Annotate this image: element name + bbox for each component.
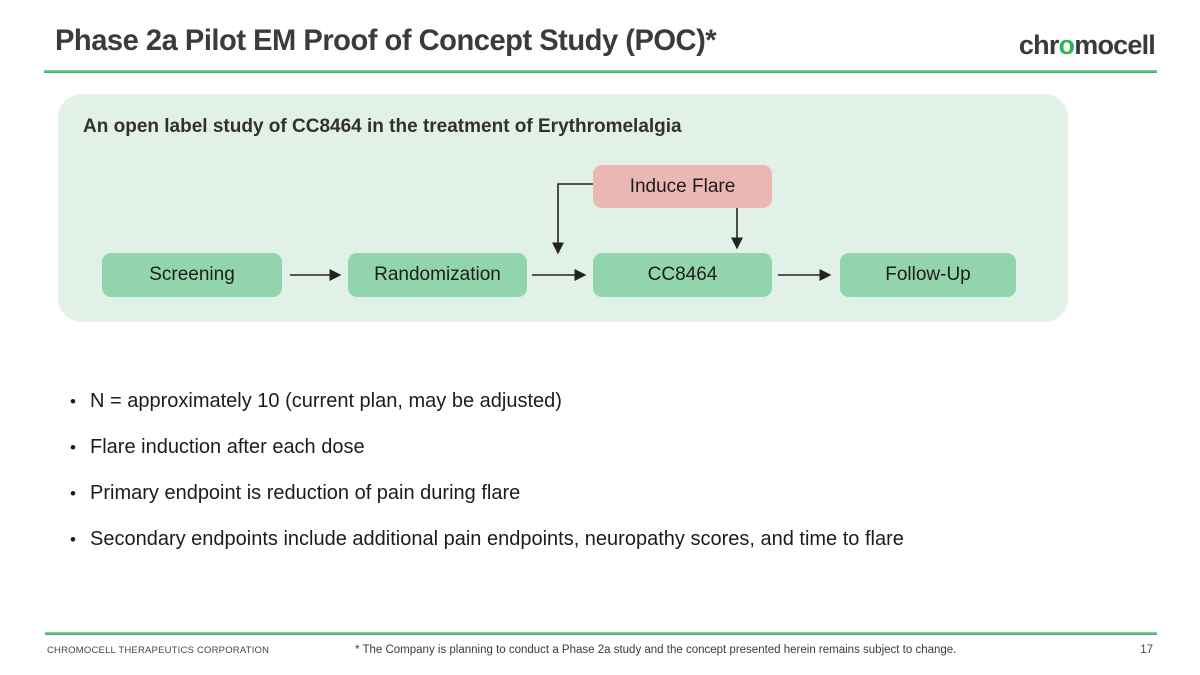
logo-text-suffix: mocell <box>1074 30 1156 60</box>
footer-disclaimer: * The Company is planning to conduct a P… <box>355 644 957 656</box>
study-diagram-panel: An open label study of CC8464 in the tre… <box>58 94 1068 322</box>
bullet-marker: • <box>70 392 76 411</box>
flow-box-randomization: Randomization <box>348 253 527 297</box>
footer-divider <box>45 632 1157 635</box>
bullet-marker: • <box>70 438 76 457</box>
footer-company-name: CHROMOCELL THERAPEUTICS CORPORATION <box>47 645 270 656</box>
chromocell-logo: chromocell <box>1018 30 1156 61</box>
flow-box-screening: Screening <box>102 253 282 297</box>
flow-box-cc8464: CC8464 <box>593 253 772 297</box>
logo-accent-letter: o <box>1058 30 1075 60</box>
bullet-item: • N = approximately 10 (current plan, ma… <box>70 388 904 416</box>
bullet-text: Secondary endpoints include additional p… <box>90 528 904 550</box>
page-title: Phase 2a Pilot EM Proof of Concept Study… <box>55 24 717 57</box>
bullet-text: Primary endpoint is reduction of pain du… <box>90 482 521 504</box>
logo-text-prefix: chr <box>1018 30 1059 60</box>
arrow-induce-flare-elbow-down <box>552 183 593 255</box>
bullet-item: • Flare induction after each dose <box>70 434 904 462</box>
flow-box-induce-flare: Induce Flare <box>593 165 772 208</box>
bullet-item: • Primary endpoint is reduction of pain … <box>70 480 904 508</box>
bullet-marker: • <box>70 484 76 503</box>
flow-box-follow-up: Follow-Up <box>840 253 1016 297</box>
bullet-item: • Secondary endpoints include additional… <box>70 526 904 554</box>
bullet-text: Flare induction after each dose <box>90 436 365 458</box>
page-number: 17 <box>1140 644 1153 656</box>
diagram-heading: An open label study of CC8464 in the tre… <box>83 116 682 137</box>
bullet-list: • N = approximately 10 (current plan, ma… <box>70 388 904 572</box>
bullet-marker: • <box>70 530 76 549</box>
bullet-text: N = approximately 10 (current plan, may … <box>90 390 562 412</box>
title-divider <box>44 70 1157 73</box>
